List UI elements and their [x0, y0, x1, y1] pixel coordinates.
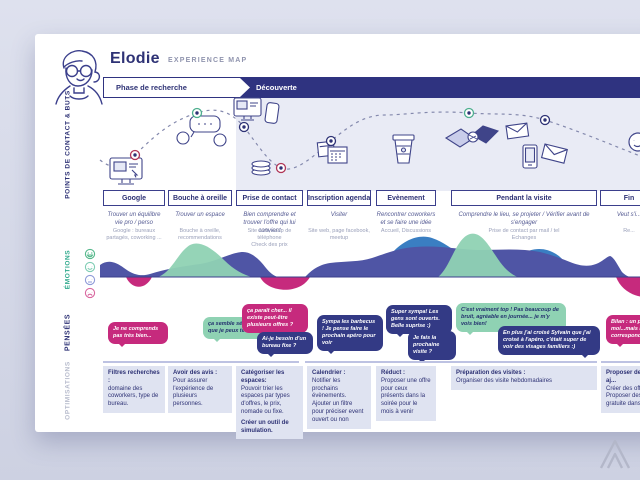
phase-research-arrow: Phase de recherche — [103, 77, 251, 98]
channels-text: Bouche à oreille, recommendations — [178, 228, 222, 242]
brand-logo-icon — [599, 439, 631, 469]
touchpoint-fin: Fin — [600, 190, 640, 206]
page-title: Elodie — [110, 50, 160, 67]
touchpoint-google: Google — [103, 190, 165, 206]
channels-text: Prise de contact par mail / tel Echanges — [488, 228, 560, 242]
touchpoint-bouche-a-oreille: Bouche à oreille — [168, 190, 232, 206]
channels-text: Re... — [623, 228, 635, 234]
discovery-zone-background — [236, 98, 640, 191]
optimization-lead: Réduct : — [381, 370, 405, 376]
envelope-icon — [540, 143, 568, 164]
channels-text: Site web, coup de téléphone Check des pr… — [247, 228, 292, 249]
touchpoint-inscription-agenda: Inscription agenda — [307, 190, 371, 206]
emotion-curve-mint — [158, 233, 518, 277]
goal-text: Bien comprendre et trouver l'offre qui l… — [243, 212, 296, 234]
phase-discovery-label: Découverte — [256, 83, 297, 92]
channels-text: Site web, page facebook, meetup — [308, 228, 370, 242]
phase-research-label: Phase de recherche — [104, 78, 250, 97]
thought-bubble: Je ne comprends pas très bien... — [108, 322, 168, 347]
optimization-separator — [305, 361, 597, 363]
very-happy-face-icon — [84, 248, 96, 260]
emotion-scale-icons — [84, 248, 96, 299]
optimization-lead: Préparation des visites : — [456, 370, 526, 376]
word-of-mouth-icon — [176, 115, 227, 147]
coins-icon — [251, 160, 271, 176]
thought-bubble: Bilan : un poste fi... moi...mais le mod… — [606, 315, 640, 347]
goal-text: Veut s'i... — [616, 212, 640, 218]
optimization-note: Avoir des avis : Pour assurer l'expérien… — [168, 366, 232, 413]
goal-text: Trouver un espace — [175, 212, 225, 218]
thought-bubble: En plus j'ai croisé Sylvain que j'ai cro… — [498, 326, 600, 358]
optimization-body: domaine des coworkers, type de bureau. — [108, 385, 159, 408]
optimization-lead: Catégoriser les espaces: — [241, 370, 285, 384]
optimization-lead: Proposer des aj... — [606, 370, 640, 384]
coffee-cup-icon — [392, 134, 415, 164]
goal-text: Trouver un équilibre vie pro / perso — [107, 212, 161, 226]
rail-optimizations-label: OPTIMISATIONS — [64, 361, 72, 420]
optimization-extra: Créer un outil de simulation. — [241, 419, 289, 434]
optimization-body: Notifier les prochains évènements. Ajout… — [312, 377, 364, 423]
person-face-icon — [628, 132, 640, 152]
optimization-lead: Filtres recherches : — [108, 370, 160, 384]
persona-avatar — [55, 49, 103, 105]
happy-face-icon — [84, 261, 96, 273]
optimization-note: Catégoriser les espaces: Pouvoir trier l… — [236, 366, 303, 440]
neutral-face-icon — [84, 274, 96, 286]
emotion-curve-chart — [100, 233, 640, 297]
optimization-lead: Avoir des avis : — [173, 370, 218, 376]
goal-text: Visiter — [330, 212, 348, 218]
goal-text: Rencontrer coworkers et se faire une idé… — [376, 212, 436, 226]
page-subtitle: EXPERIENCE MAP — [168, 57, 248, 64]
desktop-and-phone-icon — [233, 97, 280, 124]
thought-bubble: Ai-je besoin d'un bureau fixe ? — [257, 332, 313, 357]
optimization-note: Calendrier : Notifier les prochains évèn… — [307, 366, 371, 429]
desktop-computer-icon — [109, 157, 143, 185]
optimization-note: Filtres recherches : domaine des coworke… — [103, 366, 165, 413]
channels-text: Google : bureaux partagés, coworking ... — [106, 228, 162, 242]
goal-text: Comprendre le lieu, se projeter / Vérifi… — [458, 212, 590, 226]
optimization-separator — [103, 361, 299, 363]
touchpoint-prise-de-contact: Prise de contact — [236, 190, 303, 206]
journey-path — [99, 97, 640, 185]
touchpoint-evenement: Evènement — [376, 190, 436, 206]
touchpoint-pendant-la-visite: Pendant la visite — [451, 190, 597, 206]
envelope-icon — [505, 122, 530, 140]
phase-bar — [236, 77, 640, 98]
journey-node-markers — [129, 107, 551, 174]
smartphone-icon — [522, 144, 538, 169]
handshake-icon — [444, 125, 500, 148]
channels-text: Accueil, Discussions — [380, 228, 432, 234]
optimization-note: Réduct : Proposer une offre pour ceux pr… — [376, 366, 436, 421]
emotion-curve-magenta — [126, 277, 640, 297]
optimization-note: Préparation des visites : Organiser des … — [451, 366, 597, 390]
thought-bubble: Sympa les barbecus ! Je pense faire le p… — [317, 315, 383, 353]
optimization-separator — [601, 361, 640, 363]
thought-bubble: Je fais la prochaine visite ? — [408, 331, 456, 363]
optimization-lead: Calendrier : — [312, 370, 346, 376]
optimization-body: Créer des offres... Proposer des te... g… — [606, 385, 640, 408]
optimization-body: Pouvoir trier les espaces par types d'of… — [241, 385, 290, 415]
optimization-body: Pour assurer l'expérience de plusieurs p… — [173, 377, 214, 408]
optimization-body: Proposer une offre pour ceux présents da… — [381, 377, 431, 415]
sad-face-icon — [84, 287, 96, 299]
thought-bubble: Super sympa! Les gens sont ouverts. Bell… — [386, 305, 452, 337]
optimization-body: Organiser des visite hebdomadaires — [456, 377, 553, 384]
optimization-note: Proposer des aj... Créer des offres... P… — [601, 366, 640, 413]
thought-bubble: ça paraît cher... il existe peut-être pl… — [242, 304, 308, 336]
